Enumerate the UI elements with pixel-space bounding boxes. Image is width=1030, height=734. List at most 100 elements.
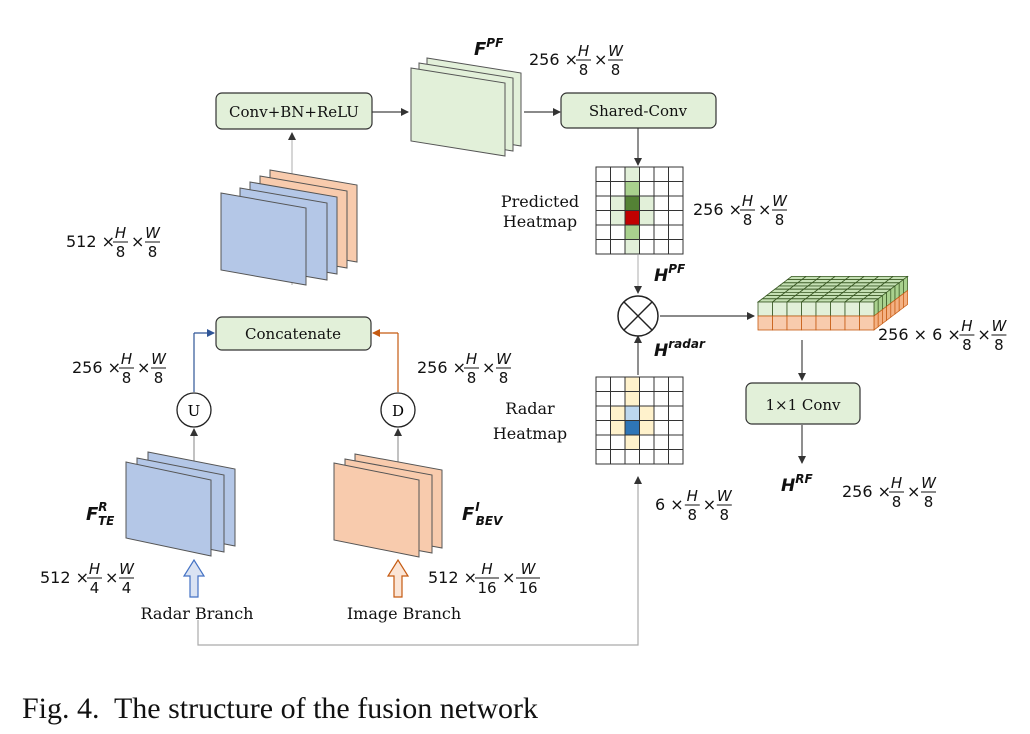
dimension-fpf: 256 ×H8×W8 (529, 42, 624, 79)
downsample-node: D (380, 392, 416, 428)
heatmap-cell (639, 391, 655, 407)
heatmap-cell (639, 239, 655, 255)
dimension-prefix: 256 × (842, 482, 891, 501)
heatmap-cell (639, 166, 655, 182)
radar-heatmap-label-line2: Heatmap (493, 424, 567, 443)
fraction-numerator: H (481, 560, 492, 578)
stack-front-green-cell (801, 301, 817, 317)
fraction-numerator: W (991, 317, 1007, 335)
heatmap-cell (595, 239, 611, 255)
heatmap-cell (595, 420, 611, 436)
fraction-denominator: 8 (611, 61, 621, 79)
fraction-denominator: 8 (775, 211, 785, 229)
stack-front-orange-cell (757, 315, 773, 331)
heatmap-cell (595, 181, 611, 197)
fraction-numerator: W (145, 224, 161, 242)
heatmap-cell (595, 434, 611, 450)
fraction-denominator: 16 (477, 579, 496, 597)
heatmap-cell (639, 210, 655, 226)
predicted-heatmap-label-line2: Heatmap (503, 212, 577, 231)
heatmap-cell (653, 239, 669, 255)
stack-front-orange-cell (830, 315, 846, 331)
heatmap-cell (624, 449, 640, 465)
dimension-prefix: 256 × (693, 200, 742, 219)
stack-front-green-cell (844, 301, 860, 317)
fraction-numerator: W (717, 487, 733, 505)
heatmap-cell (653, 420, 669, 436)
conv-bn-relu-label: Conv+BN+ReLU (229, 103, 359, 121)
heatmap-cell (610, 420, 626, 436)
heatmap-cell (610, 210, 626, 226)
dimension-concat-out: 512 ×H8×W8 (66, 224, 161, 261)
fraction-numerator: H (89, 560, 100, 578)
dimension-prefix: 512 × (40, 568, 89, 587)
fraction-denominator: 16 (518, 579, 537, 597)
heatmap-cell (653, 391, 669, 407)
heatmap-cell (624, 239, 640, 255)
heatmap-cell (610, 181, 626, 197)
dimension-image-down: 256 ×H8×W8 (417, 350, 512, 387)
heatmap-cell (668, 166, 684, 182)
heatmap-cell (595, 210, 611, 226)
heatmap-cell (668, 210, 684, 226)
stack-side-orange-cell (886, 302, 892, 322)
fraction-numerator: W (496, 350, 512, 368)
radar-heatmap-grid (595, 376, 684, 465)
symbol-h-radar: Hradar (654, 337, 706, 361)
multiply-node (617, 295, 659, 337)
concat-feature-stack (220, 169, 358, 286)
fraction-denominator: 8 (154, 369, 164, 387)
heatmap-cell (653, 434, 669, 450)
figure-caption: Fig. 4. The structure of the fusion netw… (22, 692, 538, 725)
heatmap-cell (610, 195, 626, 211)
fraction-numerator: W (921, 474, 937, 492)
heatmap-cell (639, 376, 655, 392)
heatmap-cell (610, 239, 626, 255)
dimension-prefix: 6 × (655, 495, 684, 514)
heatmap-cell (639, 195, 655, 211)
heatmap-cell (668, 449, 684, 465)
fraction-numerator: W (772, 192, 788, 210)
upsample-node: U (176, 392, 212, 428)
fpf-feature-stack (410, 57, 522, 157)
dimension-times: × (105, 568, 118, 587)
fraction-numerator: W (151, 350, 167, 368)
stack-front-orange-cell (815, 315, 831, 331)
heatmap-cell (668, 420, 684, 436)
shared-conv-block: Shared-Conv (560, 92, 717, 129)
symbol-h-pf: HPF (654, 262, 686, 286)
heatmap-cell (639, 405, 655, 421)
conv-1x1-label: 1×1 Conv (765, 396, 841, 414)
upsample-label: U (188, 402, 201, 420)
stack-front-green-cell (757, 301, 773, 317)
heatmap-cell (595, 195, 611, 211)
fraction-numerator: H (578, 42, 589, 60)
heatmap-cell (624, 195, 640, 211)
heatmap-cell (610, 434, 626, 450)
fraction-denominator: 8 (892, 493, 902, 511)
radar-input-arrow (182, 558, 206, 598)
heatmap-cell (668, 391, 684, 407)
stack-front-orange-cell (859, 315, 875, 331)
heatmap-cell (624, 224, 640, 240)
heatmap-cell (595, 449, 611, 465)
heatmap-cell (595, 391, 611, 407)
symbol-f-pf: FPF (474, 36, 504, 60)
dimension-prefix: 256 × 6 × (878, 325, 961, 344)
heatmap-cell (610, 391, 626, 407)
stack-side-orange-cell (882, 305, 887, 325)
heatmap-cell (595, 166, 611, 182)
dimension-image-in: 512 ×H16×W16 (428, 560, 540, 597)
stack-side-orange-cell (890, 299, 896, 318)
heatmap-cell (610, 449, 626, 465)
fraction-numerator: H (466, 350, 477, 368)
fraction-numerator: W (521, 560, 537, 578)
symbol-h-rf: HRF (781, 472, 813, 496)
dimension-times: × (131, 232, 144, 251)
dimension-radar-up: 256 ×H8×W8 (72, 350, 167, 387)
heatmap-cell (653, 181, 669, 197)
dimension-times: × (977, 325, 990, 344)
heatmap-cell (668, 224, 684, 240)
dimension-times: × (758, 200, 771, 219)
